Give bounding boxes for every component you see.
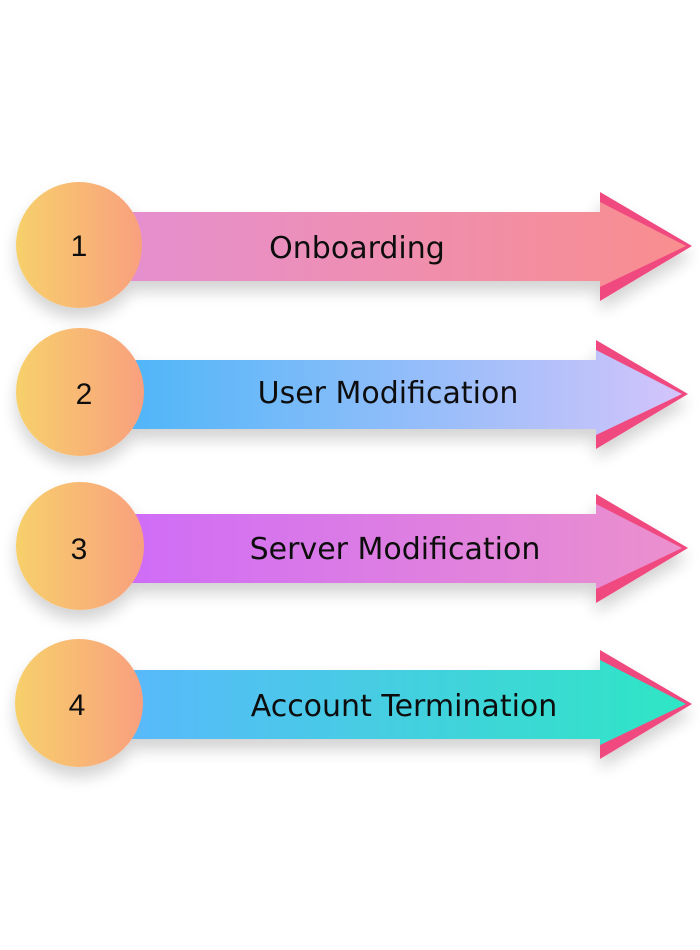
step-2: 2 User Modification (16, 328, 688, 456)
number-circle-2 (16, 328, 144, 456)
number-circle-3 (16, 482, 144, 610)
step-3: 3 Server Modification (16, 482, 688, 610)
step-number-4: 4 (69, 689, 86, 722)
step-4: 4 Account Termination (15, 639, 692, 767)
step-number-1: 1 (71, 230, 88, 263)
step-number-3: 3 (71, 533, 88, 566)
number-circle-4 (15, 639, 143, 767)
arrow-1-body (128, 202, 686, 287)
number-circle-1 (16, 182, 142, 308)
step-1: 1 Onboarding (16, 182, 692, 308)
step-number-2: 2 (76, 378, 93, 411)
arrow-3-body (128, 504, 682, 589)
step-label-1: Onboarding (269, 231, 445, 266)
step-label-4: Account Termination (251, 689, 558, 724)
arrow-4-body (128, 660, 686, 745)
step-label-3: Server Modification (250, 532, 541, 567)
arrow-2-body (128, 350, 682, 435)
step-label-2: User Modification (258, 376, 519, 411)
